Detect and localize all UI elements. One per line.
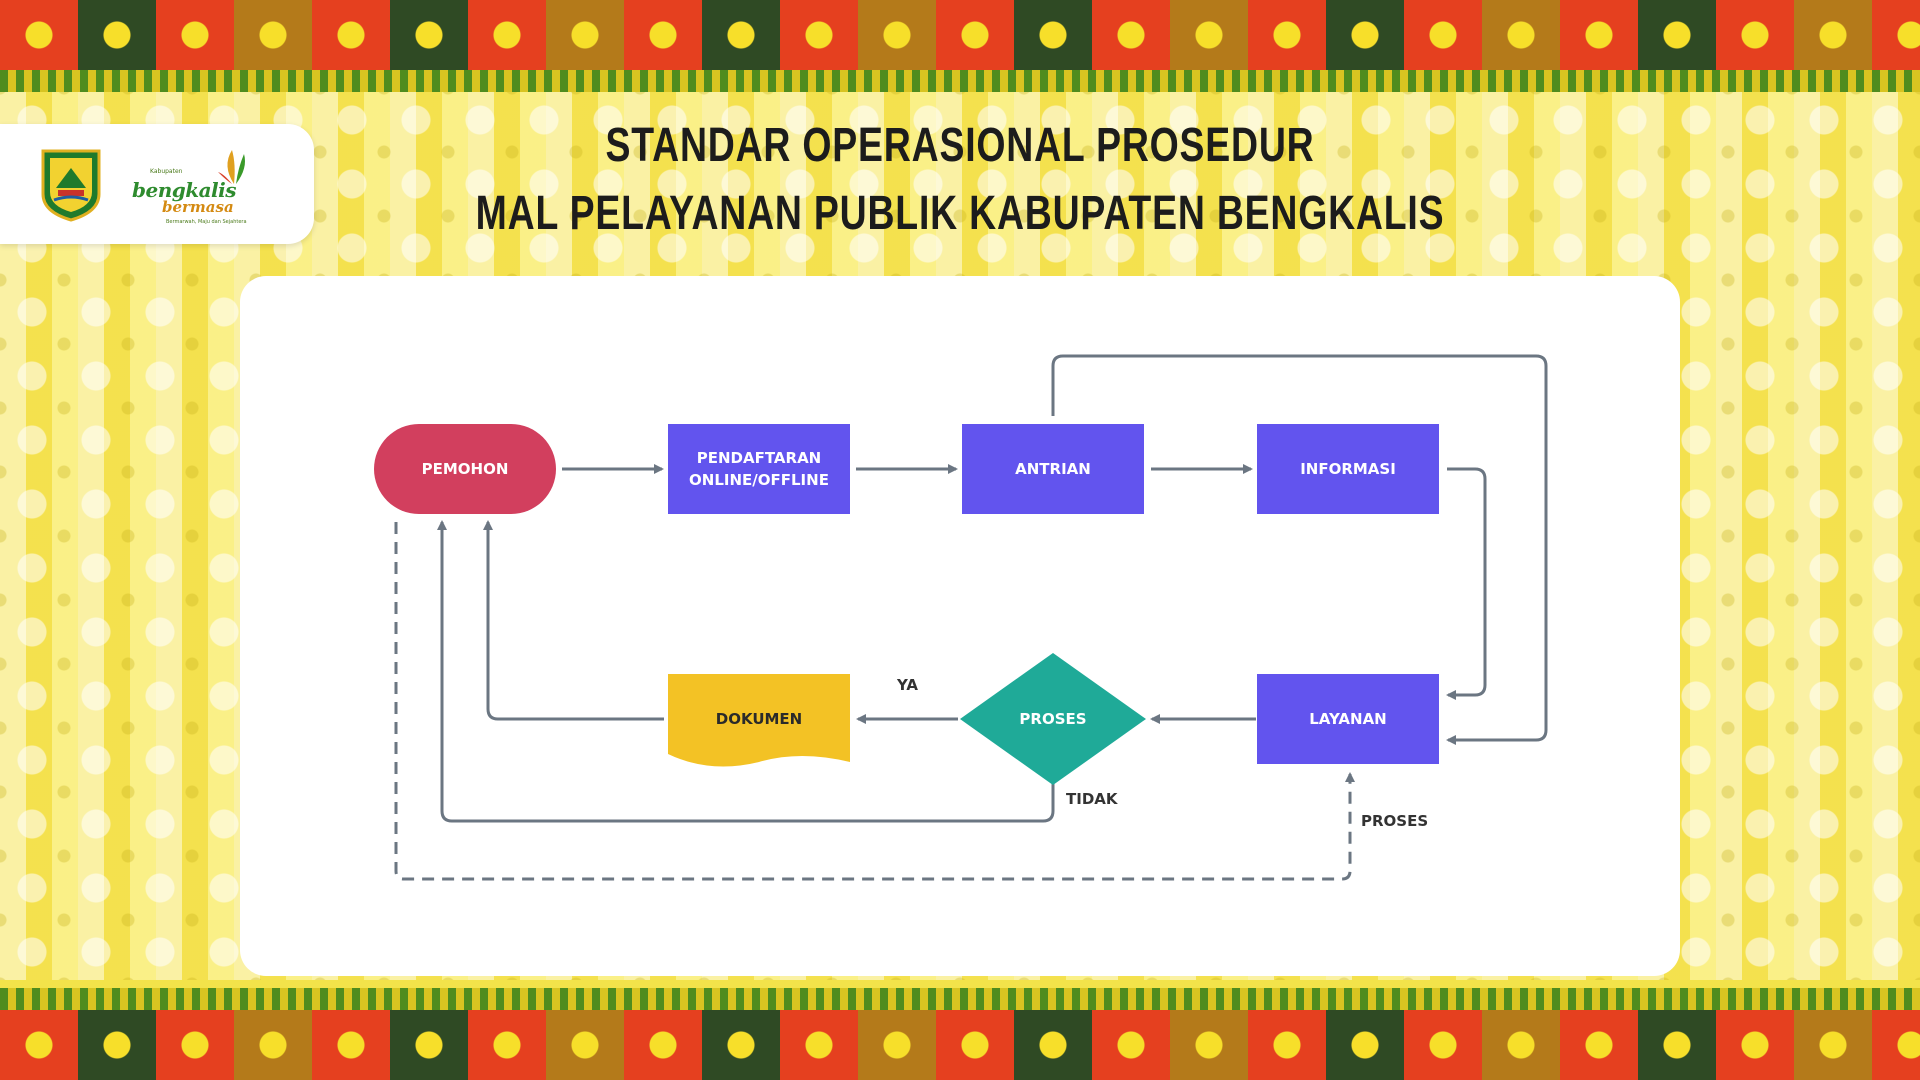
node-proses-decision: PROSES [960, 653, 1146, 785]
edge-label-tidak: TIDAK [1066, 790, 1119, 808]
node-proses-label: PROSES [1019, 710, 1086, 728]
edge-antrian-bypass-to-layanan [1051, 354, 1548, 745]
node-informasi-label: INFORMASI [1300, 460, 1396, 478]
edge-label-ya: YA [896, 676, 918, 694]
diagram-card: PEMOHON PENDAFTARAN ONLINE/OFFLINE ANTRI… [240, 276, 1680, 976]
edge-label-proses: PROSES [1361, 812, 1428, 830]
top-decorative-trim [0, 70, 1920, 92]
node-layanan-label: LAYANAN [1309, 710, 1386, 728]
node-informasi: INFORMASI [1257, 424, 1439, 514]
top-decorative-band [0, 0, 1920, 70]
bengkalis-shield-logo [41, 149, 101, 222]
node-antrian-label: ANTRIAN [1015, 460, 1091, 478]
bottom-decorative-trim [0, 988, 1920, 1010]
page-title-line-1: STANDAR OPERASIONAL PROSEDUR [605, 119, 1315, 172]
page-title-line-2: MAL PELAYANAN PUBLIK KABUPATEN BENGKALIS [475, 187, 1445, 240]
brand-leaf-icon [218, 150, 245, 184]
node-pendaftaran: PENDAFTARAN ONLINE/OFFLINE [668, 424, 850, 514]
node-pemohon: PEMOHON [374, 424, 556, 514]
bottom-decorative-band [0, 1010, 1920, 1080]
edge-dokumen-to-pemohon [483, 520, 664, 721]
brand-tagline: Bermarwah, Maju dan Sejahtera [166, 219, 247, 225]
brand-main-text: bengkalis [132, 178, 237, 202]
edge-informasi-to-layanan [1446, 467, 1487, 700]
logo-card: Kabupaten bengkalis bermasa Bermarwah, M… [0, 124, 314, 244]
brand-sub-text: bermasa [162, 198, 234, 216]
edge-proses-tidak-to-pemohon [437, 520, 1055, 823]
node-pendaftaran-label-1: PENDAFTARAN [697, 449, 822, 467]
node-dokumen-label: DOKUMEN [716, 710, 802, 728]
node-dokumen: DOKUMEN [668, 674, 850, 767]
flowchart: PEMOHON PENDAFTARAN ONLINE/OFFLINE ANTRI… [374, 354, 1548, 881]
node-pendaftaran-label-2: ONLINE/OFFLINE [689, 471, 829, 489]
node-antrian: ANTRIAN [962, 424, 1144, 514]
node-pemohon-label: PEMOHON [422, 460, 509, 478]
node-layanan: LAYANAN [1257, 674, 1439, 764]
edge-pemohon-dashed-to-layanan [394, 522, 1355, 881]
brand-small-text: Kabupaten [150, 168, 183, 175]
